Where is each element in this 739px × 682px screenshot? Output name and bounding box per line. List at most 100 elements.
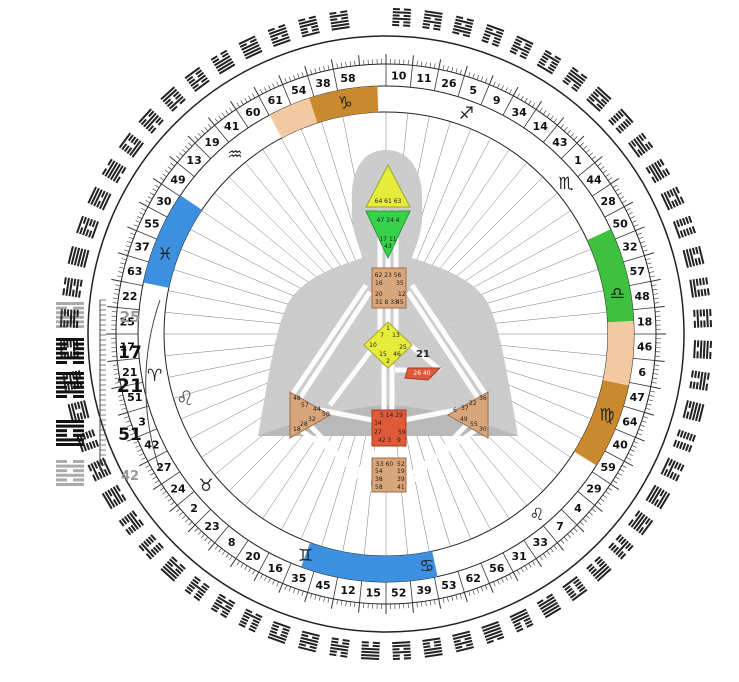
gate-number[interactable]: 62 bbox=[466, 572, 481, 585]
hexagram-icon bbox=[361, 641, 380, 660]
hexagram-icon bbox=[392, 641, 411, 660]
gate-number[interactable]: 23 bbox=[204, 520, 219, 533]
gate-number[interactable]: 33 bbox=[533, 536, 548, 549]
hexagram-icon bbox=[628, 510, 653, 535]
gate-number[interactable]: 18 bbox=[637, 315, 652, 328]
root-row3: 38 bbox=[375, 476, 383, 483]
hexagram-icon bbox=[452, 16, 474, 38]
gate-number[interactable]: 35 bbox=[291, 572, 306, 585]
gate-number[interactable]: 40 bbox=[612, 439, 628, 452]
ajna-gates-3: 43 bbox=[384, 243, 392, 250]
hexagram-icon bbox=[298, 631, 320, 653]
hexagram-icon bbox=[673, 216, 696, 239]
hexagram-icon bbox=[689, 277, 709, 297]
gate-number[interactable]: 32 bbox=[622, 241, 637, 254]
gate-number[interactable]: 7 bbox=[556, 520, 564, 533]
gate-number[interactable]: 58 bbox=[340, 72, 355, 85]
gate-number[interactable]: 54 bbox=[291, 84, 307, 97]
zoom-gate-number[interactable]: 25 bbox=[120, 308, 141, 326]
gate-number[interactable]: 56 bbox=[489, 562, 505, 575]
gate-number[interactable]: 4 bbox=[574, 502, 582, 515]
gate-number[interactable]: 13 bbox=[186, 154, 201, 167]
gate-number[interactable]: 39 bbox=[416, 584, 431, 597]
hexagram-icon bbox=[481, 24, 504, 47]
zoom-gate-number[interactable]: 21 bbox=[117, 375, 143, 397]
gate-number[interactable]: 12 bbox=[340, 584, 355, 597]
gate-number[interactable]: 29 bbox=[586, 482, 601, 495]
gate-number[interactable]: 48 bbox=[635, 290, 650, 303]
hexagram-icon bbox=[329, 637, 349, 657]
spleen-row3: 32 bbox=[308, 416, 316, 423]
gate-number[interactable]: 37 bbox=[134, 241, 149, 254]
ego-gates: 26 40 bbox=[413, 370, 430, 377]
gate-number[interactable]: 41 bbox=[224, 120, 239, 133]
throat-row1: 62 23 56 bbox=[375, 272, 402, 279]
gate-number[interactable]: 15 bbox=[366, 587, 381, 600]
gate-number[interactable]: 31 bbox=[511, 550, 526, 563]
gate-number[interactable]: 38 bbox=[315, 77, 330, 90]
hexagram-icon bbox=[693, 309, 712, 328]
zoom-gate-number[interactable]: 42 bbox=[121, 469, 139, 484]
gate-number[interactable]: 30 bbox=[156, 195, 172, 208]
gate-number[interactable]: 1 bbox=[574, 154, 582, 167]
hexagram-icon bbox=[138, 108, 163, 133]
spleen-row2: 57 bbox=[301, 402, 309, 409]
gate-number[interactable]: 61 bbox=[268, 94, 283, 107]
gate-number[interactable]: 63 bbox=[127, 265, 142, 278]
zoom-gate-number[interactable]: 17 bbox=[118, 343, 142, 363]
root-row2b: 19 bbox=[397, 468, 405, 475]
gate-number[interactable]: 8 bbox=[228, 536, 236, 549]
sacral-row3b: 59 bbox=[398, 429, 406, 436]
gate-number[interactable]: 45 bbox=[315, 579, 330, 592]
root-row1b: 52 bbox=[397, 461, 405, 468]
gate-number[interactable]: 5 bbox=[469, 84, 477, 97]
gate-number[interactable]: 60 bbox=[245, 106, 261, 119]
gate-number[interactable]: 11 bbox=[416, 72, 431, 85]
hexagram-icon bbox=[185, 576, 210, 601]
gate-number[interactable]: 26 bbox=[441, 77, 457, 90]
gate-number[interactable]: 28 bbox=[600, 195, 615, 208]
gate-number[interactable]: 14 bbox=[533, 120, 549, 133]
solar-row3: 6 bbox=[453, 407, 457, 414]
gate-number[interactable]: 53 bbox=[441, 579, 456, 592]
hexagram-icon bbox=[562, 67, 587, 92]
gate-number[interactable]: 20 bbox=[245, 550, 261, 563]
gate-number[interactable]: 59 bbox=[600, 461, 615, 474]
g-row2: 7 bbox=[380, 332, 384, 339]
gate-number[interactable]: 9 bbox=[493, 94, 501, 107]
gate-number[interactable]: 57 bbox=[630, 265, 645, 278]
throat-row3: 20 bbox=[375, 291, 383, 298]
hexagram-icon bbox=[562, 576, 587, 601]
gate-number[interactable]: 16 bbox=[268, 562, 284, 575]
hexagram-icon bbox=[422, 10, 442, 30]
gate-number[interactable]: 2 bbox=[190, 502, 198, 515]
gate-number[interactable]: 10 bbox=[391, 69, 407, 82]
gate-number[interactable]: 47 bbox=[630, 391, 645, 404]
gate-number[interactable]: 6 bbox=[638, 366, 646, 379]
gate-number[interactable]: 19 bbox=[204, 136, 219, 149]
sacral-row4b: 9 bbox=[397, 437, 401, 444]
gate-number[interactable]: 34 bbox=[511, 106, 527, 119]
sacral-row4: 42 3 bbox=[378, 437, 392, 444]
gate-number[interactable]: 43 bbox=[552, 136, 567, 149]
throat-row4: 31 8 33 bbox=[375, 299, 398, 306]
root-row2: 54 bbox=[375, 468, 383, 475]
gate-number[interactable]: 24 bbox=[170, 482, 186, 495]
hexagram-icon bbox=[119, 133, 144, 158]
gate-number[interactable]: 49 bbox=[170, 174, 185, 187]
gate-number[interactable]: 55 bbox=[144, 217, 159, 230]
gate-number[interactable]: 46 bbox=[637, 341, 653, 354]
g-row1: 1 bbox=[386, 325, 390, 332]
hexagram-icon bbox=[211, 50, 236, 75]
zoom-gate-number[interactable]: 51 bbox=[118, 425, 142, 445]
leo-icon: ♌ bbox=[529, 505, 544, 525]
gate-number[interactable]: 64 bbox=[622, 415, 638, 428]
g-row3b: 25 bbox=[399, 344, 407, 351]
gate-number[interactable]: 44 bbox=[586, 174, 602, 187]
gate-number[interactable]: 52 bbox=[391, 587, 406, 600]
hexagram-icon bbox=[661, 186, 685, 210]
capricorn-icon: ♑ bbox=[338, 94, 353, 114]
spleen-row4: 28 bbox=[300, 421, 308, 428]
gate-number[interactable]: 50 bbox=[612, 217, 628, 230]
